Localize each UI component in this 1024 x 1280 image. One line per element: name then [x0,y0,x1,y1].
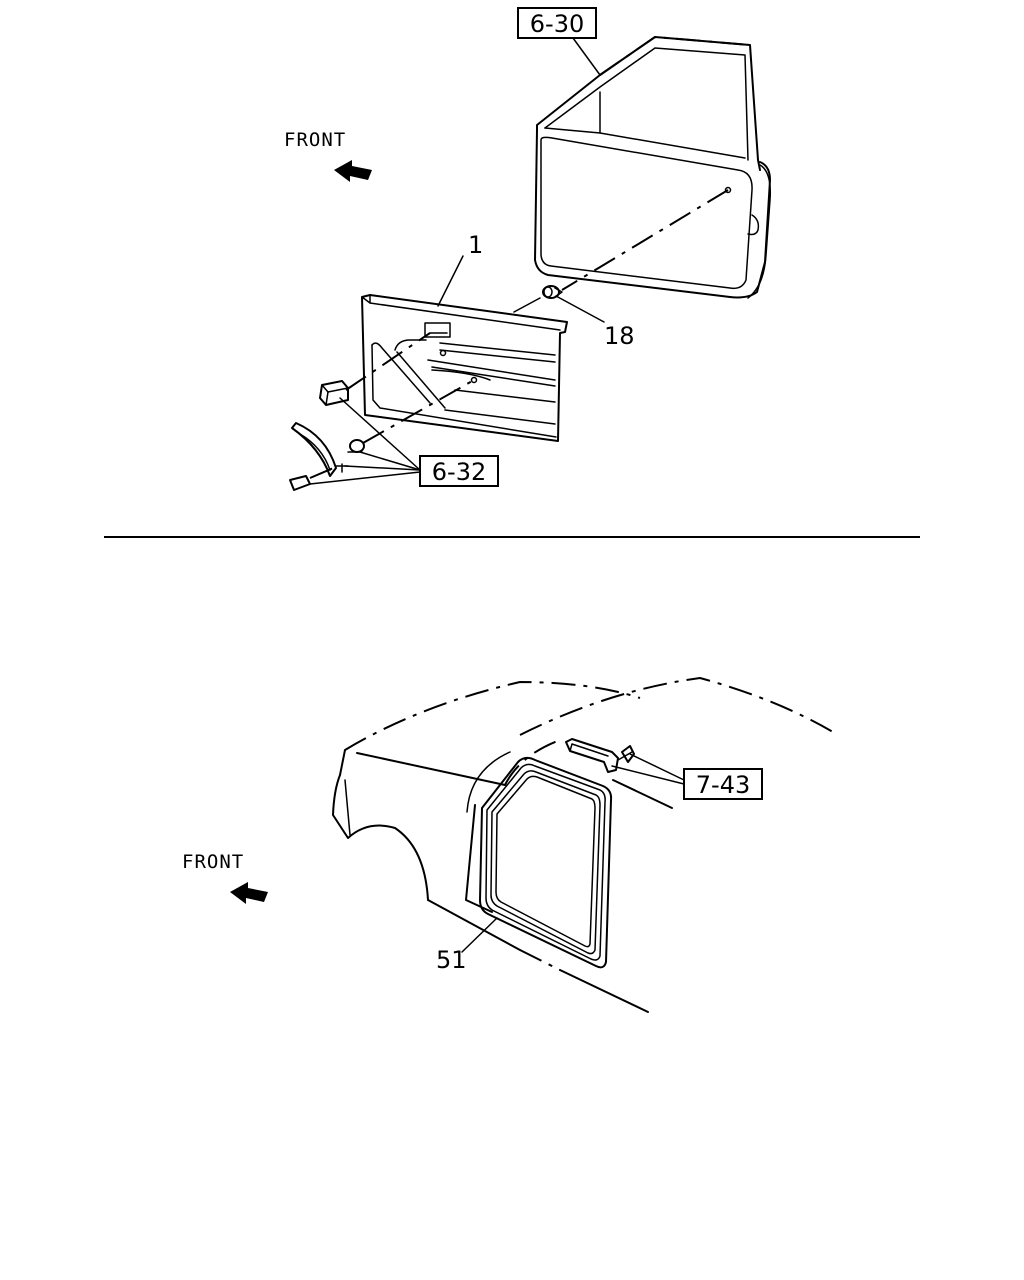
door-weatherstrip-51 [479,756,613,969]
callout-7-43: 7-43 [683,768,763,800]
svg-text:6-30: 6-30 [530,10,584,38]
front-label-bottom: FRONT [182,851,244,873]
front-arrow-icon-top [334,160,372,182]
door-trim-panel [361,294,568,442]
callout-51: 51 [436,946,467,974]
door-shell [534,35,772,299]
front-label-top: FRONT [284,129,346,151]
arm-rest [291,422,337,477]
callout-6-32: 6-32 [419,455,499,487]
svg-text:7-43: 7-43 [696,771,750,799]
bottom-view-weatherstrip: FRONT [182,676,839,1013]
callout-6-30: 6-30 [517,7,597,39]
trim-clip-18 [542,285,563,299]
front-arrow-icon-bottom [230,882,268,904]
top-view-door-trim: FRONT [284,7,772,491]
assist-grip [565,738,619,773]
screw-bolt [289,463,349,491]
callout-1: 1 [468,231,483,259]
svg-text:6-32: 6-32 [432,458,486,486]
trim-screw [347,439,365,453]
callout-18: 18 [604,322,635,350]
